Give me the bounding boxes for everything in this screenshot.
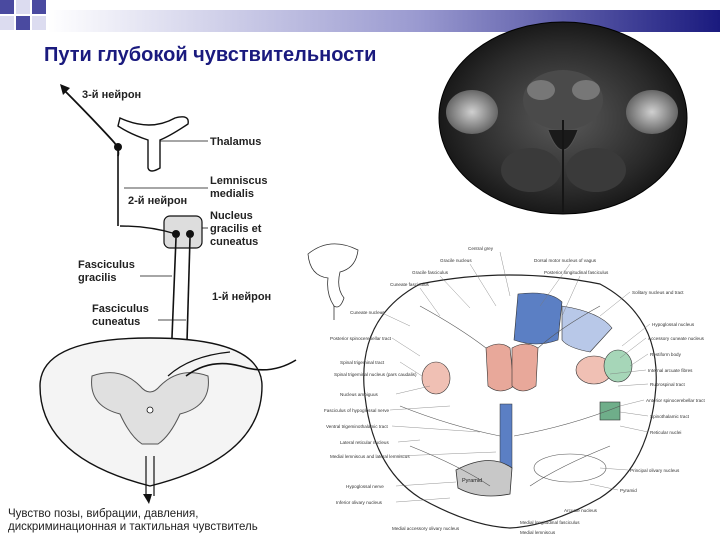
top-label: Gracile fasciculus — [412, 270, 449, 275]
top-label: Dorsal motor nucleus of vagus — [534, 258, 597, 263]
caption-line2: дискриминационная и тактильная чувствите… — [8, 521, 258, 533]
caption-line1: Чувство позы, вибрации, давления, — [8, 508, 199, 520]
right-label: Internal arcuate fibres — [648, 368, 693, 373]
right-label: Reticular nuclei — [650, 430, 681, 435]
left-label: Spinal trigeminal tract — [340, 360, 385, 365]
pyramid-label: Pyramid — [462, 478, 482, 484]
nucleus-label-line3: cuneatus — [210, 236, 258, 248]
pink-region — [485, 343, 515, 392]
leader-lines — [379, 251, 651, 503]
top-label: Cuneate fasciculus — [390, 282, 430, 287]
lemniscus-label-line2: medialis — [210, 188, 254, 200]
brain-sketch — [307, 243, 359, 320]
left-label: Spinal trigeminal nucleus (pars caudalis… — [334, 372, 417, 377]
fasciculus-cuneatus-label-line1: Fasciculus — [92, 303, 149, 315]
left-label: Ventral trigeminothalamic tract — [326, 424, 389, 429]
top-label: Posterior longitudinal fasciculus — [544, 270, 609, 275]
right-label: Restiform body — [650, 352, 682, 357]
right-label: Pyramid — [620, 488, 637, 493]
medulla-schematic-diagram: Pyramid Central grey Gracile nucleus Gra… — [307, 243, 705, 535]
nucleus-label-line2: gracilis et — [210, 223, 262, 235]
left-label: Inferior olivary nucleus — [336, 500, 383, 505]
dorsal-column-pathway-diagram: 3-й нейрон Thalamus Lemniscus medialis 2… — [39, 84, 297, 504]
right-label: Arcuate nucleus — [564, 508, 598, 513]
deco-square — [0, 16, 14, 30]
deco-square — [32, 16, 46, 30]
right-label: Spinothalamic tract — [650, 414, 690, 419]
left-label: Posterior spinocerebellar tract — [330, 336, 392, 341]
thalamus-shape — [117, 116, 189, 172]
right-label: Medial accessory olivary nucleus — [392, 526, 460, 531]
neuron3-label: 3-й нейрон — [82, 89, 141, 101]
right-label: Medial longitudinal fasciculus — [520, 520, 580, 525]
deco-square — [16, 0, 30, 14]
pyramid-region — [455, 460, 513, 497]
medial-lemniscus-region — [499, 403, 513, 469]
right-label: Solitary nucleus and tract — [632, 290, 684, 295]
deco-square — [32, 0, 46, 14]
fasciculus-gracilis-label-line2: gracilis — [78, 272, 117, 284]
neuron1-label: 1-й нейрон — [212, 291, 271, 303]
nucleus-gracilis-cuneatus — [163, 215, 203, 249]
fasciculus-cuneatus-label-line2: cuneatus — [92, 316, 140, 328]
deco-square — [16, 16, 30, 30]
lemniscus-label-line1: Lemniscus — [210, 175, 267, 187]
right-label: Hypoglossal nucleus — [652, 322, 695, 327]
nucleus-label-line1: Nucleus — [210, 210, 253, 222]
sensation-caption: Чувство позы, вибрации, давления, дискри… — [8, 508, 294, 534]
blue-region — [513, 292, 563, 345]
thalamus-label: Thalamus — [210, 136, 261, 148]
top-label: Central grey — [468, 246, 494, 251]
pink-region — [511, 343, 539, 392]
left-label: Hypoglossal nerve — [346, 484, 384, 489]
left-label: Nucleus ambiguus — [340, 392, 378, 397]
right-label: Principal olivary nucleus — [630, 468, 680, 473]
right-label: Accessory cuneate nucleus — [648, 336, 705, 341]
right-label: Medial lemniscus — [520, 530, 556, 535]
top-labels: Central grey Gracile nucleus Gracile fas… — [390, 246, 609, 287]
light-blue-region — [561, 305, 613, 353]
left-label: Cuneate nucleus — [350, 310, 385, 315]
deco-square — [0, 0, 14, 14]
right-label: Anterior spinocerebellar tract — [646, 398, 705, 403]
green-region — [599, 401, 621, 421]
left-label: Fasciculus of hypoglossal nerve — [324, 408, 390, 413]
right-label: Rubrospinal tract — [650, 382, 685, 387]
green-region — [603, 349, 633, 383]
top-label: Gracile nucleus — [440, 258, 472, 263]
right-labels: Solitary nucleus and tract Hypoglossal n… — [392, 290, 705, 535]
left-label: Medial lemniscus and lateral lemniscus — [330, 454, 410, 459]
left-labels: Cuneate nucleus Posterior spinocerebella… — [324, 310, 417, 505]
medulla-histology-photo — [438, 21, 688, 215]
neuron2-label: 2-й нейрон — [128, 195, 187, 207]
slide-title: Пути глубокой чувствительности — [44, 44, 377, 66]
pink-region — [421, 361, 451, 395]
left-label: Lateral reticular nucleus — [340, 440, 389, 445]
fasciculus-gracilis-label-line1: Fasciculus — [78, 259, 135, 271]
